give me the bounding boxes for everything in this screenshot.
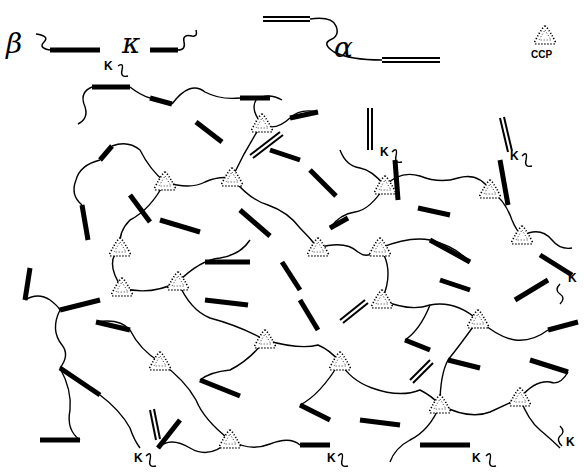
legend-label: κ [122, 30, 140, 58]
kappa-label: K [134, 452, 143, 464]
kappa-label: K [380, 146, 389, 158]
kappa-label: K [104, 60, 113, 72]
legend-label: α [334, 34, 353, 62]
kappa-label: K [510, 150, 519, 162]
legend-label: β [6, 30, 22, 58]
kappa-label: K [568, 272, 577, 284]
legend-label: CCP [531, 50, 552, 60]
kappa-label: K [566, 436, 575, 448]
kappa-label: K [472, 452, 481, 464]
kappa-label: K [327, 452, 336, 464]
